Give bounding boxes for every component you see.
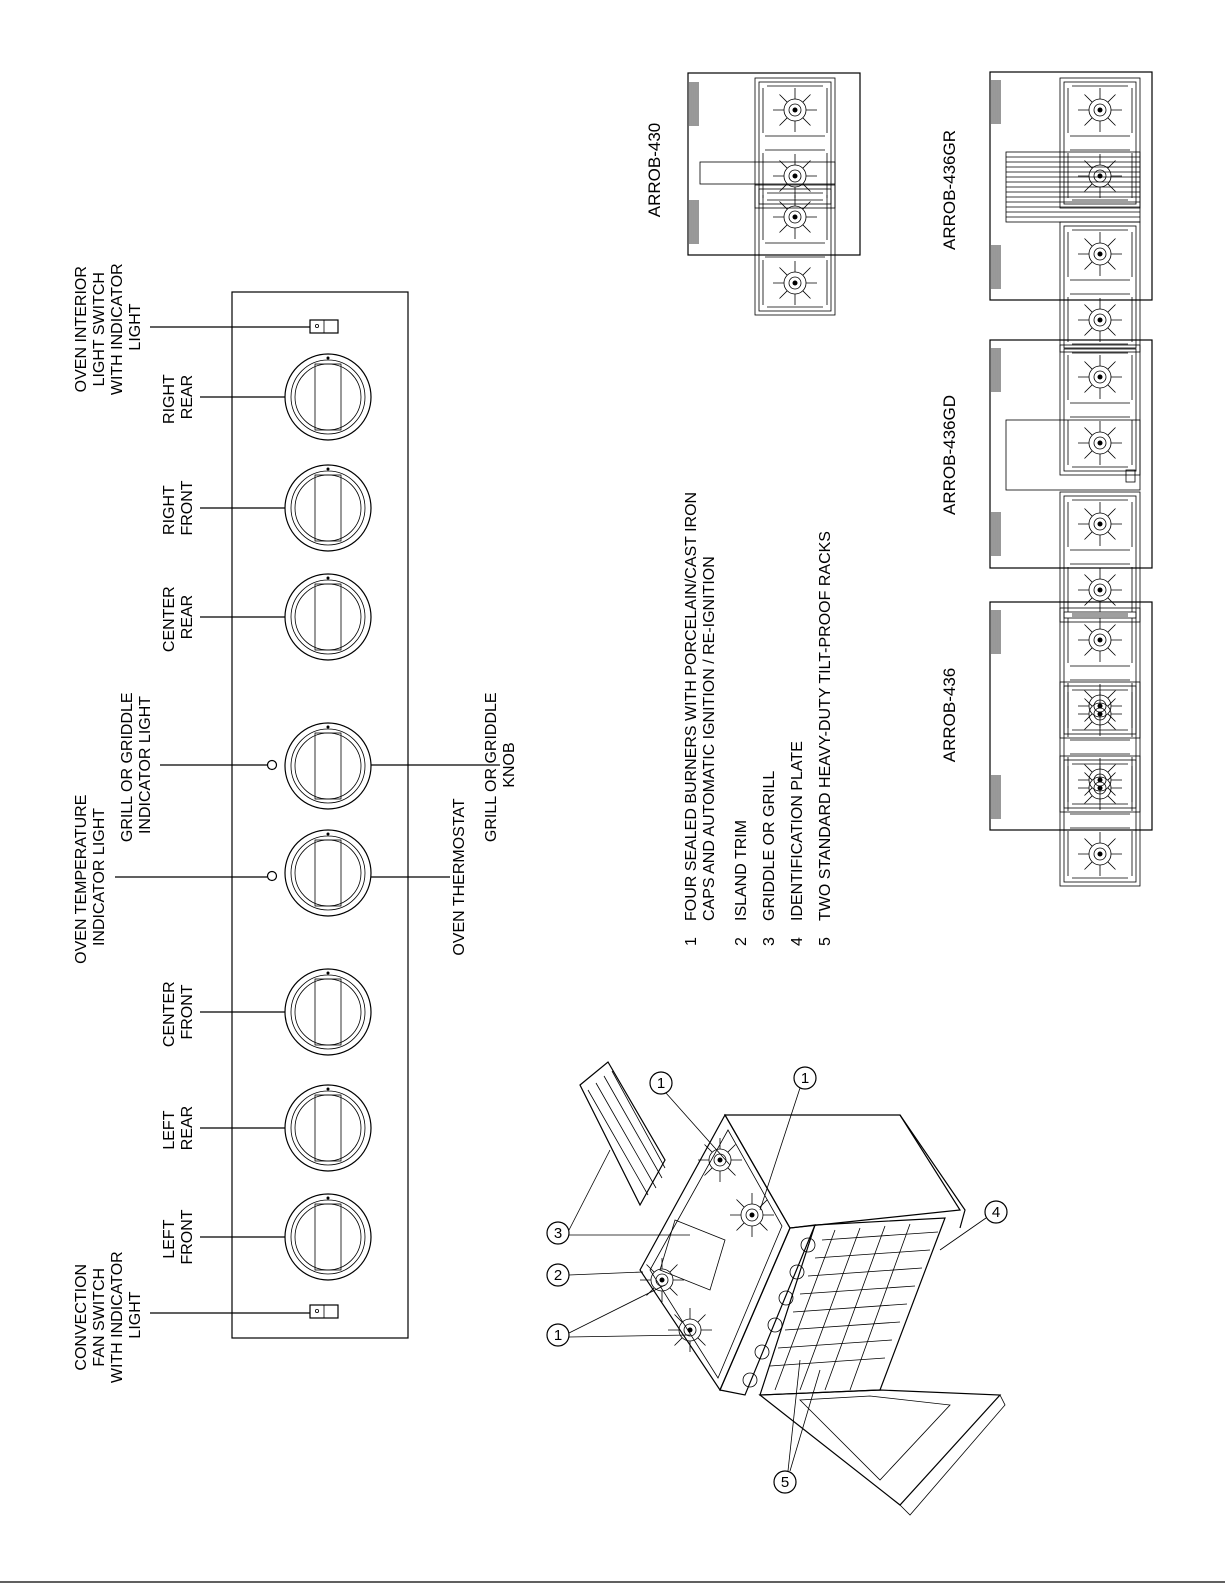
svg-text:GRIDDLE OR GRILL: GRIDDLE OR GRILL [761, 771, 778, 921]
convection-fan-label: CONVECTION FAN SWITCH WITH INDICATOR LIG… [73, 1247, 144, 1383]
cooktop-arrob-436gr [989, 71, 1153, 352]
svg-text:TWO STANDARD HEAVY-DUTY TILT-P: TWO STANDARD HEAVY-DUTY TILT-PROOF RACKS [817, 531, 834, 921]
griddle-plate [1005, 419, 1141, 491]
range-isometric-drawing [579, 1061, 1006, 1516]
svg-text:1: 1 [554, 1327, 562, 1344]
knob-oven-thermostat[interactable] [284, 829, 372, 917]
svg-text:5: 5 [817, 937, 834, 946]
model-label-arrob-436gr: ARROB-436GR [940, 130, 959, 250]
svg-text:ISLAND TRIM: ISLAND TRIM [733, 820, 750, 921]
oven-thermostat-label: OVEN THERMOSTAT [451, 798, 468, 956]
callout-1c: 1 [546, 1284, 691, 1347]
knob-right-rear[interactable] [284, 353, 372, 441]
knob-right-front[interactable] [284, 464, 372, 552]
cooktop-arrob-436 [989, 601, 1153, 886]
knob-left-front[interactable] [284, 1193, 372, 1281]
svg-text:1: 1 [801, 1070, 809, 1087]
callout-3: 3 [546, 1149, 690, 1245]
grill-plate [1005, 151, 1141, 223]
knob-left-rear[interactable] [284, 1084, 372, 1172]
svg-text:4: 4 [992, 1204, 1000, 1221]
svg-text:3: 3 [761, 937, 778, 946]
cooktop-arrob-430 [687, 72, 861, 315]
left-front-label: LEFT FRONT [161, 1209, 196, 1264]
center-front-label: CENTER FRONT [161, 977, 196, 1047]
model-label-arrob-436gd: ARROB-436GD [940, 395, 959, 515]
cooktop-arrob-436gd [989, 339, 1153, 622]
oven-temperature-label: OVEN TEMPERATURE INDICATOR LIGHT [73, 790, 108, 964]
grill-indicator-label: GRILL OR GRIDDLE INDICATOR LIGHT [119, 688, 154, 842]
model-label-arrob-430: ARROB-430 [645, 123, 664, 217]
svg-text:1: 1 [657, 1075, 665, 1092]
callout-1a: 1 [649, 1071, 731, 1166]
svg-text:2: 2 [733, 937, 750, 946]
center-rear-label: CENTER REAR [161, 582, 196, 652]
callout-1b: 1 [759, 1066, 817, 1211]
svg-text:2: 2 [554, 1267, 562, 1284]
oven-temperature-indicator-light [266, 870, 278, 882]
right-front-label: RIGHT FRONT [161, 480, 196, 535]
callout-2: 2 [546, 1263, 644, 1287]
svg-text:FOUR SEALED BURNERS WITH PORCE: FOUR SEALED BURNERS WITH PORCELAIN/CAST … [683, 487, 718, 921]
leader-lines [115, 326, 500, 1314]
callout-4: 4 [939, 1200, 1008, 1251]
svg-text:4: 4 [789, 937, 806, 946]
knob-center-rear[interactable] [284, 573, 372, 661]
oven-interior-light-switch[interactable] [309, 319, 339, 334]
svg-text:IDENTIFICATION PLATE: IDENTIFICATION PLATE [789, 741, 806, 921]
svg-text:5: 5 [781, 1474, 789, 1491]
knob-center-front[interactable] [284, 968, 372, 1056]
svg-text:3: 3 [554, 1225, 562, 1242]
grill-griddle-indicator-light [266, 759, 278, 771]
grill-knob-label: GRILL OR GRIDDLE KNOB [483, 688, 518, 842]
svg-text:1: 1 [683, 937, 700, 946]
knob-grill-griddle[interactable] [284, 722, 372, 810]
model-label-arrob-436: ARROB-436 [940, 668, 959, 762]
callout-5: 5 [773, 1359, 821, 1494]
component-legend: 1 FOUR SEALED BURNERS WITH PORCELAIN/CAS… [683, 487, 834, 946]
control-panel [231, 291, 409, 1339]
interior-light-label: OVEN INTERIOR LIGHT SWITCH WITH INDICATO… [73, 259, 144, 395]
convection-fan-switch[interactable] [309, 1304, 339, 1319]
right-rear-label: RIGHT REAR [161, 370, 196, 424]
left-rear-label: LEFT REAR [161, 1106, 196, 1150]
